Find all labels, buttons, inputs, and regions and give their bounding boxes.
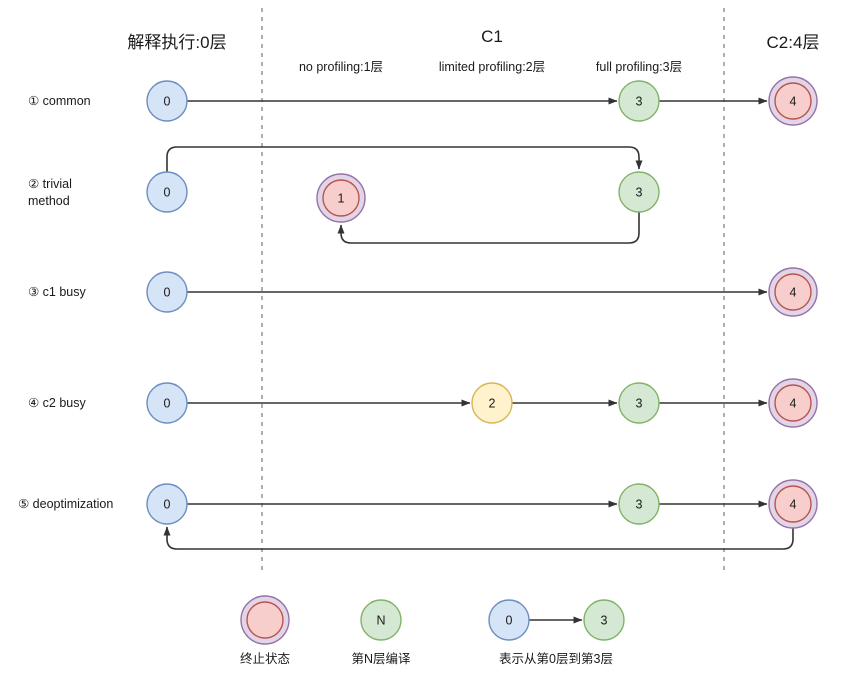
row-label-line: ③ c1 busy: [28, 285, 87, 299]
node-circle: [146, 483, 188, 525]
edge-deoptimization-4-to-0: [163, 526, 794, 550]
terminal-inner-circle: [774, 82, 812, 120]
header-sublabel-0: no profiling:1层: [299, 60, 383, 74]
node-value: 0: [164, 397, 171, 411]
state-nodes: 0 3 4 0 1 3 0 4 0 2 3 4 0 3 4: [146, 76, 818, 529]
node-deoptimization-level-4[interactable]: 4: [768, 479, 818, 529]
node-value: 0: [506, 614, 513, 628]
node-value: 0: [164, 95, 171, 109]
node-c2-busy-level-4[interactable]: 4: [768, 378, 818, 428]
legend: 终止状态 N 第N层编译 0 3 表示从第0层到第3层: [240, 595, 625, 666]
row-label-deoptimization: ⑤ deoptimization: [18, 497, 113, 511]
node-value: 3: [636, 95, 643, 109]
node-value: 4: [790, 95, 797, 109]
legend-node-to[interactable]: 3: [583, 599, 625, 641]
node-circle: [488, 599, 530, 641]
transition-edges: [163, 97, 794, 550]
node-trivial-method-level-3[interactable]: 3: [618, 171, 660, 213]
row-labels: ① common ② trivial method ③ c1 busy ④ c2 bus…: [18, 94, 113, 511]
node-common-level-3[interactable]: 3: [618, 80, 660, 122]
node-value: 1: [338, 192, 345, 206]
header-c2: C2:4层: [767, 33, 820, 52]
node-value: 4: [790, 397, 797, 411]
node-value: 4: [790, 498, 797, 512]
legend-caption-level-n-compiled: 第N层编译: [351, 651, 411, 666]
node-circle: [146, 382, 188, 424]
node-value: 3: [636, 397, 643, 411]
terminal-inner-circle: [322, 179, 360, 217]
terminal-inner-circle: [774, 273, 812, 311]
terminal-inner-circle: [246, 601, 284, 639]
node-circle: [146, 80, 188, 122]
node-circle: [583, 599, 625, 641]
node-value: 2: [489, 397, 496, 411]
row-label-common: ① common: [28, 94, 91, 108]
node-deoptimization-level-0[interactable]: 0: [146, 483, 188, 525]
legend-caption-transition-example: 表示从第0层到第3层: [499, 652, 613, 666]
terminal-inner-circle: [774, 485, 812, 523]
node-value: 0: [164, 286, 171, 300]
node-c2-busy-level-0[interactable]: 0: [146, 382, 188, 424]
node-value: 0: [164, 498, 171, 512]
node-common-level-4[interactable]: 4: [768, 76, 818, 126]
node-circle: [360, 599, 402, 641]
row-label-line: ② trivial: [28, 177, 72, 191]
header-interpreter: 解释执行:0层: [127, 33, 226, 52]
node-value: 3: [636, 186, 643, 200]
node-circle: [146, 271, 188, 313]
legend-node-from[interactable]: 0: [488, 599, 530, 641]
node-circle: [618, 80, 660, 122]
row-label-line: ⑤ deoptimization: [18, 497, 113, 511]
legend-node-terminal-state[interactable]: [240, 595, 290, 645]
header-c1: C1: [481, 27, 503, 46]
node-circle: [471, 382, 513, 424]
node-trivial-method-level-0[interactable]: 0: [146, 171, 188, 213]
row-label-line: ① common: [28, 94, 91, 108]
node-value: N: [376, 614, 385, 628]
node-circle: [618, 382, 660, 424]
legend-node-level-n-compiled[interactable]: N: [360, 599, 402, 641]
header-sublabel-1: limited profiling:2层: [439, 60, 545, 74]
node-circle: [618, 171, 660, 213]
edge-trivial-method-0-to-3: [166, 146, 643, 172]
node-trivial-method-level-1[interactable]: 1: [316, 173, 366, 223]
node-deoptimization-level-3[interactable]: 3: [618, 483, 660, 525]
node-c2-busy-level-2[interactable]: 2: [471, 382, 513, 424]
node-circle: [618, 483, 660, 525]
node-c1-busy-level-0[interactable]: 0: [146, 271, 188, 313]
node-common-level-0[interactable]: 0: [146, 80, 188, 122]
row-label-trivial-method: ② trivial method: [28, 177, 72, 208]
row-label-c2-busy: ④ c2 busy: [28, 396, 87, 410]
legend-caption-terminal-state: 终止状态: [240, 651, 290, 666]
node-value: 3: [601, 614, 608, 628]
node-value: 3: [636, 498, 643, 512]
node-c2-busy-level-3[interactable]: 3: [618, 382, 660, 424]
row-label-line: ④ c2 busy: [28, 396, 87, 410]
column-headers: 解释执行:0层 C1 C2:4层 no profiling:1层 limited pro…: [127, 27, 819, 74]
node-value: 4: [790, 286, 797, 300]
node-value: 0: [164, 186, 171, 200]
node-circle: [146, 171, 188, 213]
row-label-line: method: [28, 194, 70, 208]
row-label-c1-busy: ③ c1 busy: [28, 285, 87, 299]
column-dividers: [261, 8, 725, 574]
terminal-inner-circle: [774, 384, 812, 422]
node-c1-busy-level-4[interactable]: 4: [768, 267, 818, 317]
edge-trivial-method-3-to-1: [337, 212, 640, 244]
header-sublabel-2: full profiling:3层: [596, 60, 682, 74]
